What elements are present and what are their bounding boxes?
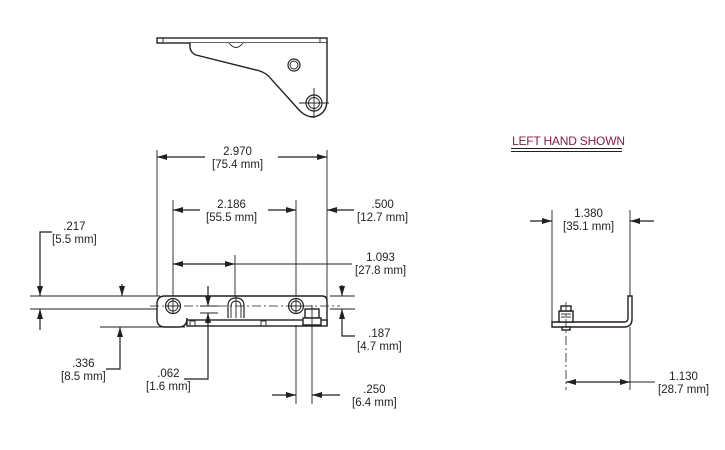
left-hand-shown-note: LEFT HAND SHOWN <box>512 134 625 148</box>
dim-stud-height: .187[4.7 mm] <box>357 328 402 353</box>
front-view <box>30 150 355 404</box>
dim-hole-spacing: 2.186[55.5 mm] <box>206 199 258 224</box>
dim-side-width: 1.380[35.1 mm] <box>563 208 615 233</box>
dim-overall-width: 2.970[75.4 mm] <box>212 146 264 171</box>
dim-side-depth: 1.130[28.7 mm] <box>658 371 710 396</box>
side-view <box>530 210 655 390</box>
dim-stud-offset: .250[6.4 mm] <box>352 384 397 409</box>
note-underline <box>511 148 622 149</box>
dim-hole-height: .217[5.5 mm] <box>52 221 97 246</box>
note-underline-2 <box>511 151 622 152</box>
top-view <box>156 37 329 118</box>
dim-half-spacing: 1.093[27.8 mm] <box>355 252 407 277</box>
dim-body-height: .336[8.5 mm] <box>61 358 106 383</box>
dim-plate-thickness: .062[1.6 mm] <box>146 368 191 393</box>
dim-edge-offset: .500[12.7 mm] <box>357 199 409 224</box>
